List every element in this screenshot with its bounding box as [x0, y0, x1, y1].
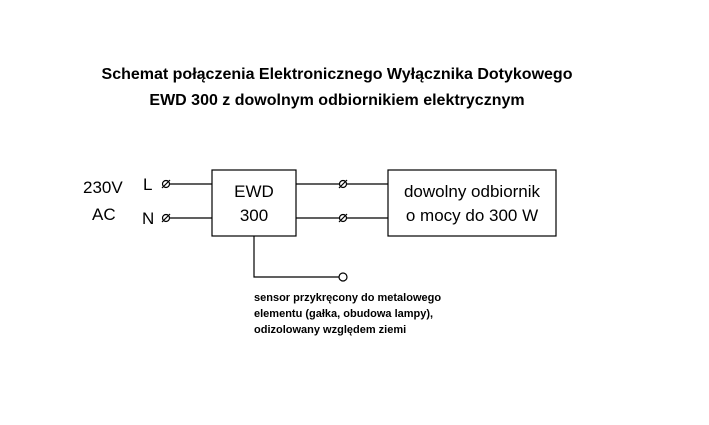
load-box — [387, 169, 557, 237]
device-label-line1: EWD — [234, 182, 274, 201]
load-label-line1: dowolny odbiornik — [403, 182, 541, 201]
terminal-n-label: N — [142, 209, 155, 228]
load-label-line2: o mocy do 300 W — [405, 206, 539, 225]
diagram-title-line2: EWD 300 z dowolnym odbiornikiem elektryc… — [149, 92, 525, 109]
load-label: dowolny odbiornik o mocy do 300 W — [388, 180, 556, 228]
sensor-note-line2: elementu (gałka, obudowa lampy), — [254, 308, 434, 320]
source-voltage: 230V — [83, 178, 123, 197]
sensor-note-line3: odizolowany względem ziemi — [254, 324, 407, 336]
terminal-l-icon — [161, 179, 171, 189]
device-label: EWD 300 — [212, 180, 296, 228]
diagram-title-line1: Schemat połączenia Elektronicznego Wyłąc… — [101, 66, 573, 83]
terminal-n-icon — [161, 213, 171, 223]
sensor-note-line1: sensor przykręcony do metalowego — [254, 292, 442, 304]
source-type: AC — [92, 205, 116, 224]
sensor-terminal-icon — [338, 272, 348, 282]
sensor-wire — [253, 236, 339, 278]
terminal-l-label: L — [143, 175, 153, 194]
device-label-line2: 300 — [239, 206, 269, 225]
sensor-note: sensor przykręcony do metalowego element… — [254, 290, 441, 338]
